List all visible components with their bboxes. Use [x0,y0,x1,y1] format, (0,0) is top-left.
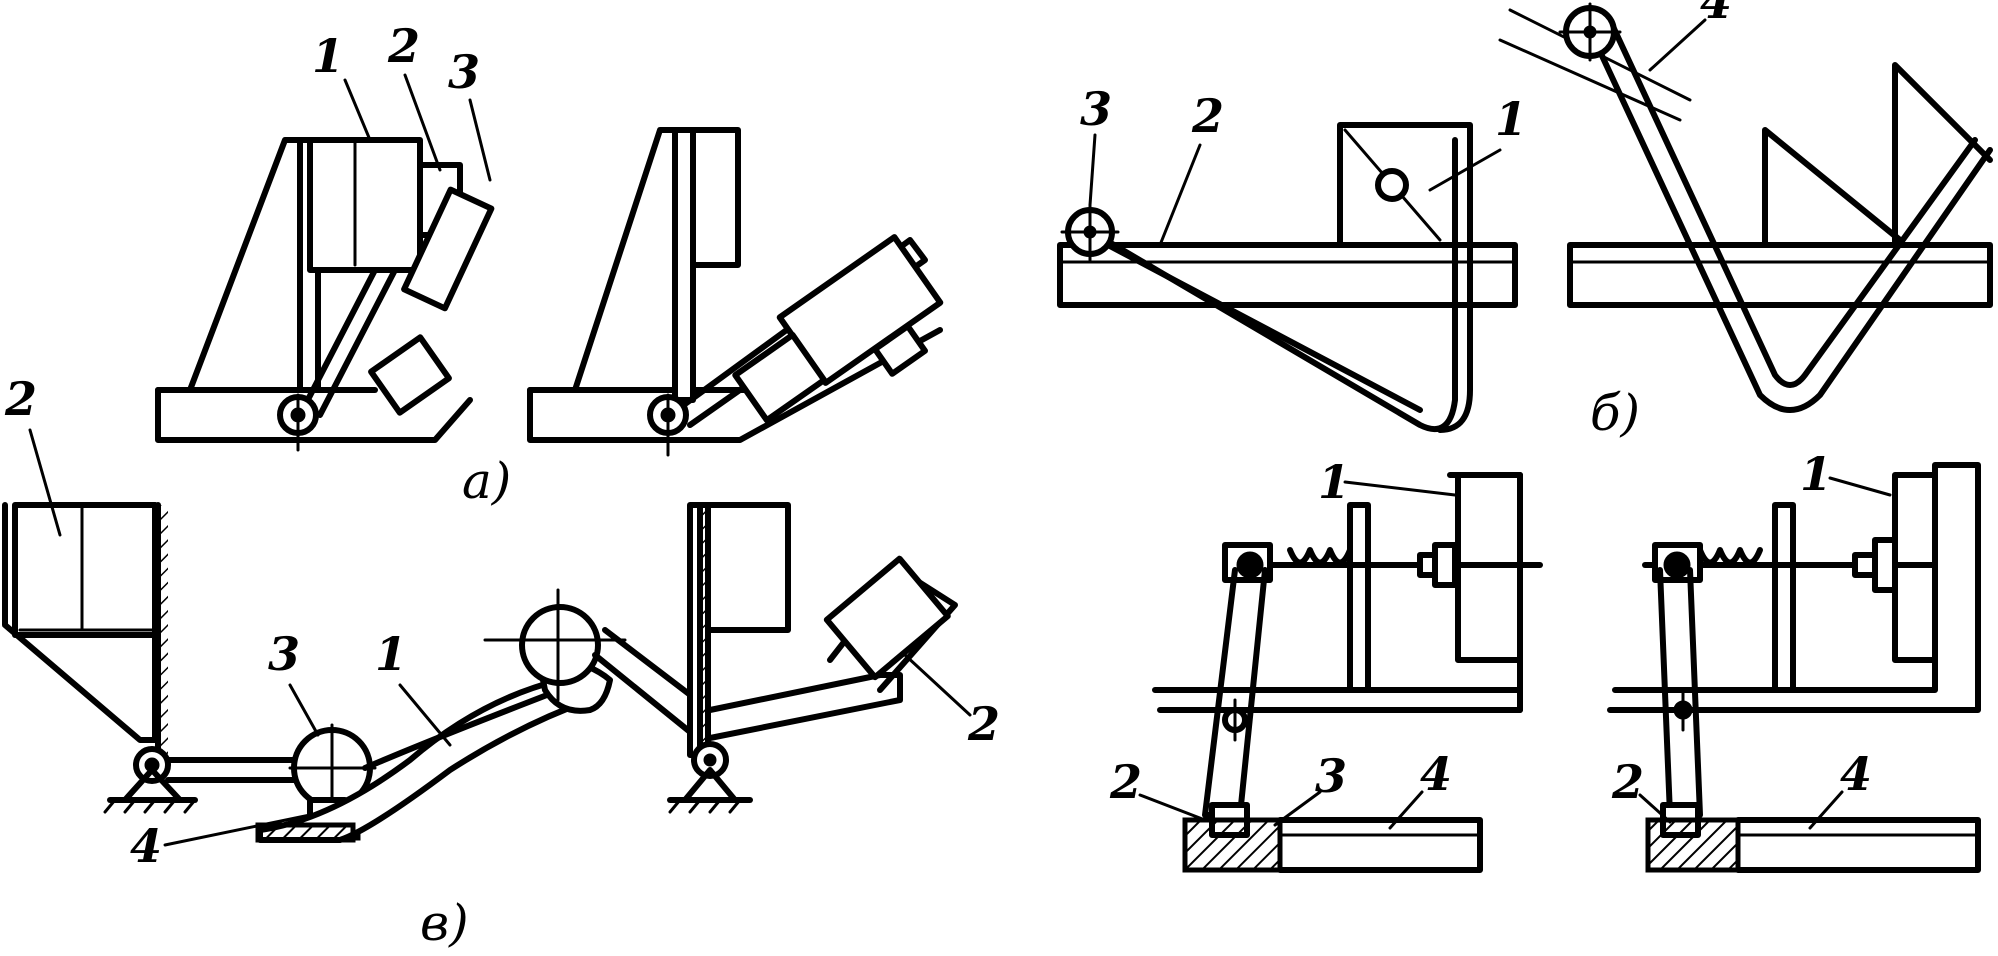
panel-b-left-mechanism [1057,122,1518,433]
panel-b-label: б) [1590,384,1640,442]
panel-v-label: в) [420,894,469,952]
panel-b-number-3: 3 [1080,82,1112,136]
panel-g-left-number-4: 4 [1420,747,1452,801]
panel-v-number-3: 3 [268,627,300,681]
panel-b-number-1: 1 [1495,92,1527,146]
panel-v-number-2-right: 2 [967,697,1000,751]
panel-v-number-4: 4 [130,819,162,873]
panel-g-right-number-1: 1 [1800,447,1832,501]
panel-g-right-number-2: 2 [1611,755,1644,809]
panel-a-label: а) [462,452,511,510]
panel-v-number-2-left: 2 [4,372,37,426]
panel-g-right-mechanism [1607,462,1981,873]
panel-a: 1 2 3 а) [155,19,944,510]
panel-a-number-1: 1 [312,29,344,83]
panel-b: 3 2 1 4 б) [1057,0,1993,442]
panel-g-left-number-3: 3 [1315,749,1347,803]
panel-v-left-mechanism [2,502,958,843]
panel-v: 2 3 1 4 2 в) [2,372,1000,952]
panel-a-right-mechanism [527,127,944,457]
panel-v-number-1: 1 [375,627,407,681]
panel-b-number-4: 4 [1700,0,1732,29]
panel-b-right-mechanism [1498,2,1993,413]
panel-g-left-mechanism [1152,472,1543,873]
panel-a-number-3: 3 [448,45,480,99]
panel-a-left-mechanism [155,137,495,452]
panel-g-left-number-2: 2 [1109,755,1142,809]
panel-a-number-2: 2 [387,19,420,73]
panel-g: 1 2 3 4 1 2 4 [1109,447,1981,873]
panel-g-right-number-4: 4 [1840,747,1872,801]
panel-b-number-2: 2 [1191,89,1224,143]
